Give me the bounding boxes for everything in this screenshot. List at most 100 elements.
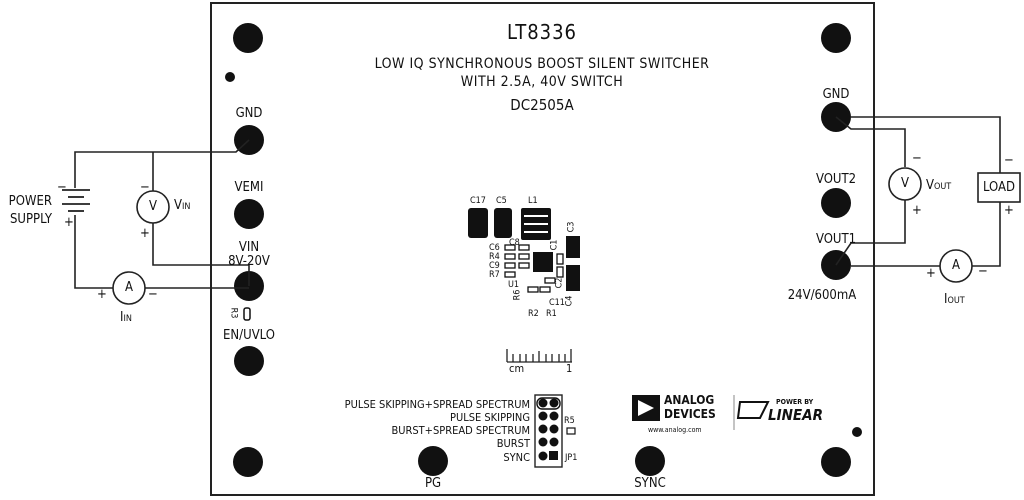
ref-c17: C17 bbox=[470, 196, 486, 206]
fiducial-dot bbox=[852, 427, 862, 437]
powered-by-text: POWER BY bbox=[776, 398, 814, 406]
ref-c5: C5 bbox=[496, 196, 507, 206]
board-model-number: DC2505A bbox=[510, 96, 574, 114]
iin-meter-label: IIN bbox=[120, 310, 132, 325]
vin-meter-label: VIN bbox=[174, 198, 191, 213]
label-output-rating: 24V/600mA bbox=[787, 288, 857, 303]
ref-c8: C8 bbox=[509, 238, 520, 248]
iin-meter-circle bbox=[112, 271, 146, 305]
smd-part bbox=[504, 253, 516, 260]
smd-part bbox=[556, 253, 564, 265]
smd-part bbox=[518, 253, 530, 260]
ref-r7: R7 bbox=[489, 270, 500, 280]
iout-meter-label: IOUT bbox=[944, 292, 965, 307]
adi-url: www.analog.com bbox=[648, 426, 702, 434]
smd-part bbox=[556, 266, 564, 278]
iin-meter-minus: − bbox=[148, 287, 158, 302]
vin-meter-minus: − bbox=[140, 180, 150, 195]
vin-meter-plus: + bbox=[140, 226, 150, 241]
c3-capacitor bbox=[566, 236, 580, 258]
iout-meter-minus: − bbox=[978, 264, 988, 279]
label-vin-range: 8V-20V bbox=[228, 254, 270, 269]
label-r3: R3 bbox=[228, 307, 239, 319]
vout-meter-minus: − bbox=[912, 151, 922, 166]
linear-logo-mark bbox=[736, 401, 770, 419]
board-part-number: LT8336 bbox=[506, 20, 578, 44]
ref-c1: C1 bbox=[549, 239, 560, 251]
ref-jp1: JP1 bbox=[565, 453, 578, 463]
battery-plus: + bbox=[64, 215, 74, 230]
iout-meter-symbol: A bbox=[952, 258, 960, 273]
board-subtitle-line2: WITH 2.5A, 40V SWITCH bbox=[460, 74, 624, 90]
smd-part bbox=[504, 271, 516, 278]
vout-meter-symbol: V bbox=[901, 176, 909, 191]
ref-c11: C11 bbox=[549, 298, 565, 308]
jumper-option: BURST+SPREAD SPECTRUM bbox=[391, 424, 530, 437]
ref-c4: C4 bbox=[564, 295, 575, 307]
smd-part bbox=[518, 262, 530, 269]
c17-capacitor bbox=[468, 208, 488, 238]
smd-part bbox=[527, 286, 539, 293]
vout-meter-circle bbox=[888, 167, 922, 201]
mounting-hole bbox=[233, 23, 263, 53]
terminal-vemi bbox=[234, 199, 264, 229]
label-sync-terminal: SYNC bbox=[634, 476, 666, 491]
ref-r6: R6 bbox=[512, 289, 523, 301]
smd-part bbox=[504, 244, 516, 251]
board-subtitle-line1: LOW IQ SYNCHRONOUS BOOST SILENT SWITCHER bbox=[374, 56, 710, 72]
label-vout2: VOUT2 bbox=[815, 172, 857, 187]
adi-logo-text-2: DEVICES bbox=[664, 407, 716, 421]
iout-meter-circle bbox=[939, 249, 973, 283]
battery-minus: − bbox=[57, 180, 67, 195]
iin-meter-plus: + bbox=[97, 287, 107, 302]
iin-meter-symbol: A bbox=[125, 280, 133, 295]
terminal-sync bbox=[635, 446, 665, 476]
u1-chip bbox=[533, 252, 553, 272]
ref-r1: R1 bbox=[546, 309, 557, 319]
label-pg: PG bbox=[424, 476, 442, 491]
label-supply: SUPPLY bbox=[9, 212, 52, 227]
ref-l1: L1 bbox=[528, 196, 538, 206]
terminal-vout2 bbox=[821, 188, 851, 218]
label-vout1: VOUT1 bbox=[815, 232, 857, 247]
vout-meter-plus: + bbox=[912, 203, 922, 218]
smd-part bbox=[544, 277, 556, 284]
ref-r5: R5 bbox=[564, 416, 575, 426]
label-vin: VIN bbox=[238, 240, 260, 255]
ref-u1: U1 bbox=[508, 280, 520, 290]
ref-c9: C9 bbox=[489, 261, 500, 271]
ref-c2: C2 bbox=[554, 277, 565, 289]
ruler-unit: cm bbox=[509, 362, 525, 375]
vin-meter-symbol: V bbox=[149, 199, 157, 214]
ruler-one: 1 bbox=[566, 362, 573, 375]
c5-capacitor bbox=[494, 208, 512, 238]
load-box bbox=[977, 172, 1021, 203]
jumper-option: SYNC bbox=[503, 451, 530, 464]
vout-meter-label: VOUT bbox=[926, 178, 952, 193]
terminal-pg bbox=[418, 446, 448, 476]
smd-part bbox=[518, 244, 530, 251]
ref-c3: C3 bbox=[566, 221, 577, 233]
label-gnd-left: GND bbox=[235, 106, 263, 121]
r5-resistor bbox=[566, 427, 576, 435]
load-plus: + bbox=[1004, 203, 1014, 218]
jumper-option: PULSE SKIPPING bbox=[449, 411, 530, 424]
ref-r2: R2 bbox=[528, 309, 539, 319]
fiducial-dot bbox=[225, 72, 235, 82]
jumper-option: BURST bbox=[496, 437, 530, 450]
label-power: POWER bbox=[8, 194, 52, 209]
iout-meter-plus: + bbox=[926, 266, 936, 281]
c4-capacitor bbox=[566, 265, 580, 291]
label-en-uvlo: EN/UVLO bbox=[223, 328, 275, 343]
mounting-hole bbox=[233, 447, 263, 477]
adi-logo-text-1: ANALOG bbox=[664, 393, 715, 407]
label-vemi: VEMI bbox=[234, 180, 264, 195]
ref-r4: R4 bbox=[489, 252, 500, 262]
terminal-en-uvlo bbox=[234, 346, 264, 376]
ref-c6: C6 bbox=[489, 243, 500, 253]
mounting-hole bbox=[821, 23, 851, 53]
load-label: LOAD bbox=[982, 180, 1016, 195]
jumper-shunt bbox=[536, 397, 561, 410]
jumper-option: PULSE SKIPPING+SPREAD SPECTRUM bbox=[344, 398, 530, 411]
